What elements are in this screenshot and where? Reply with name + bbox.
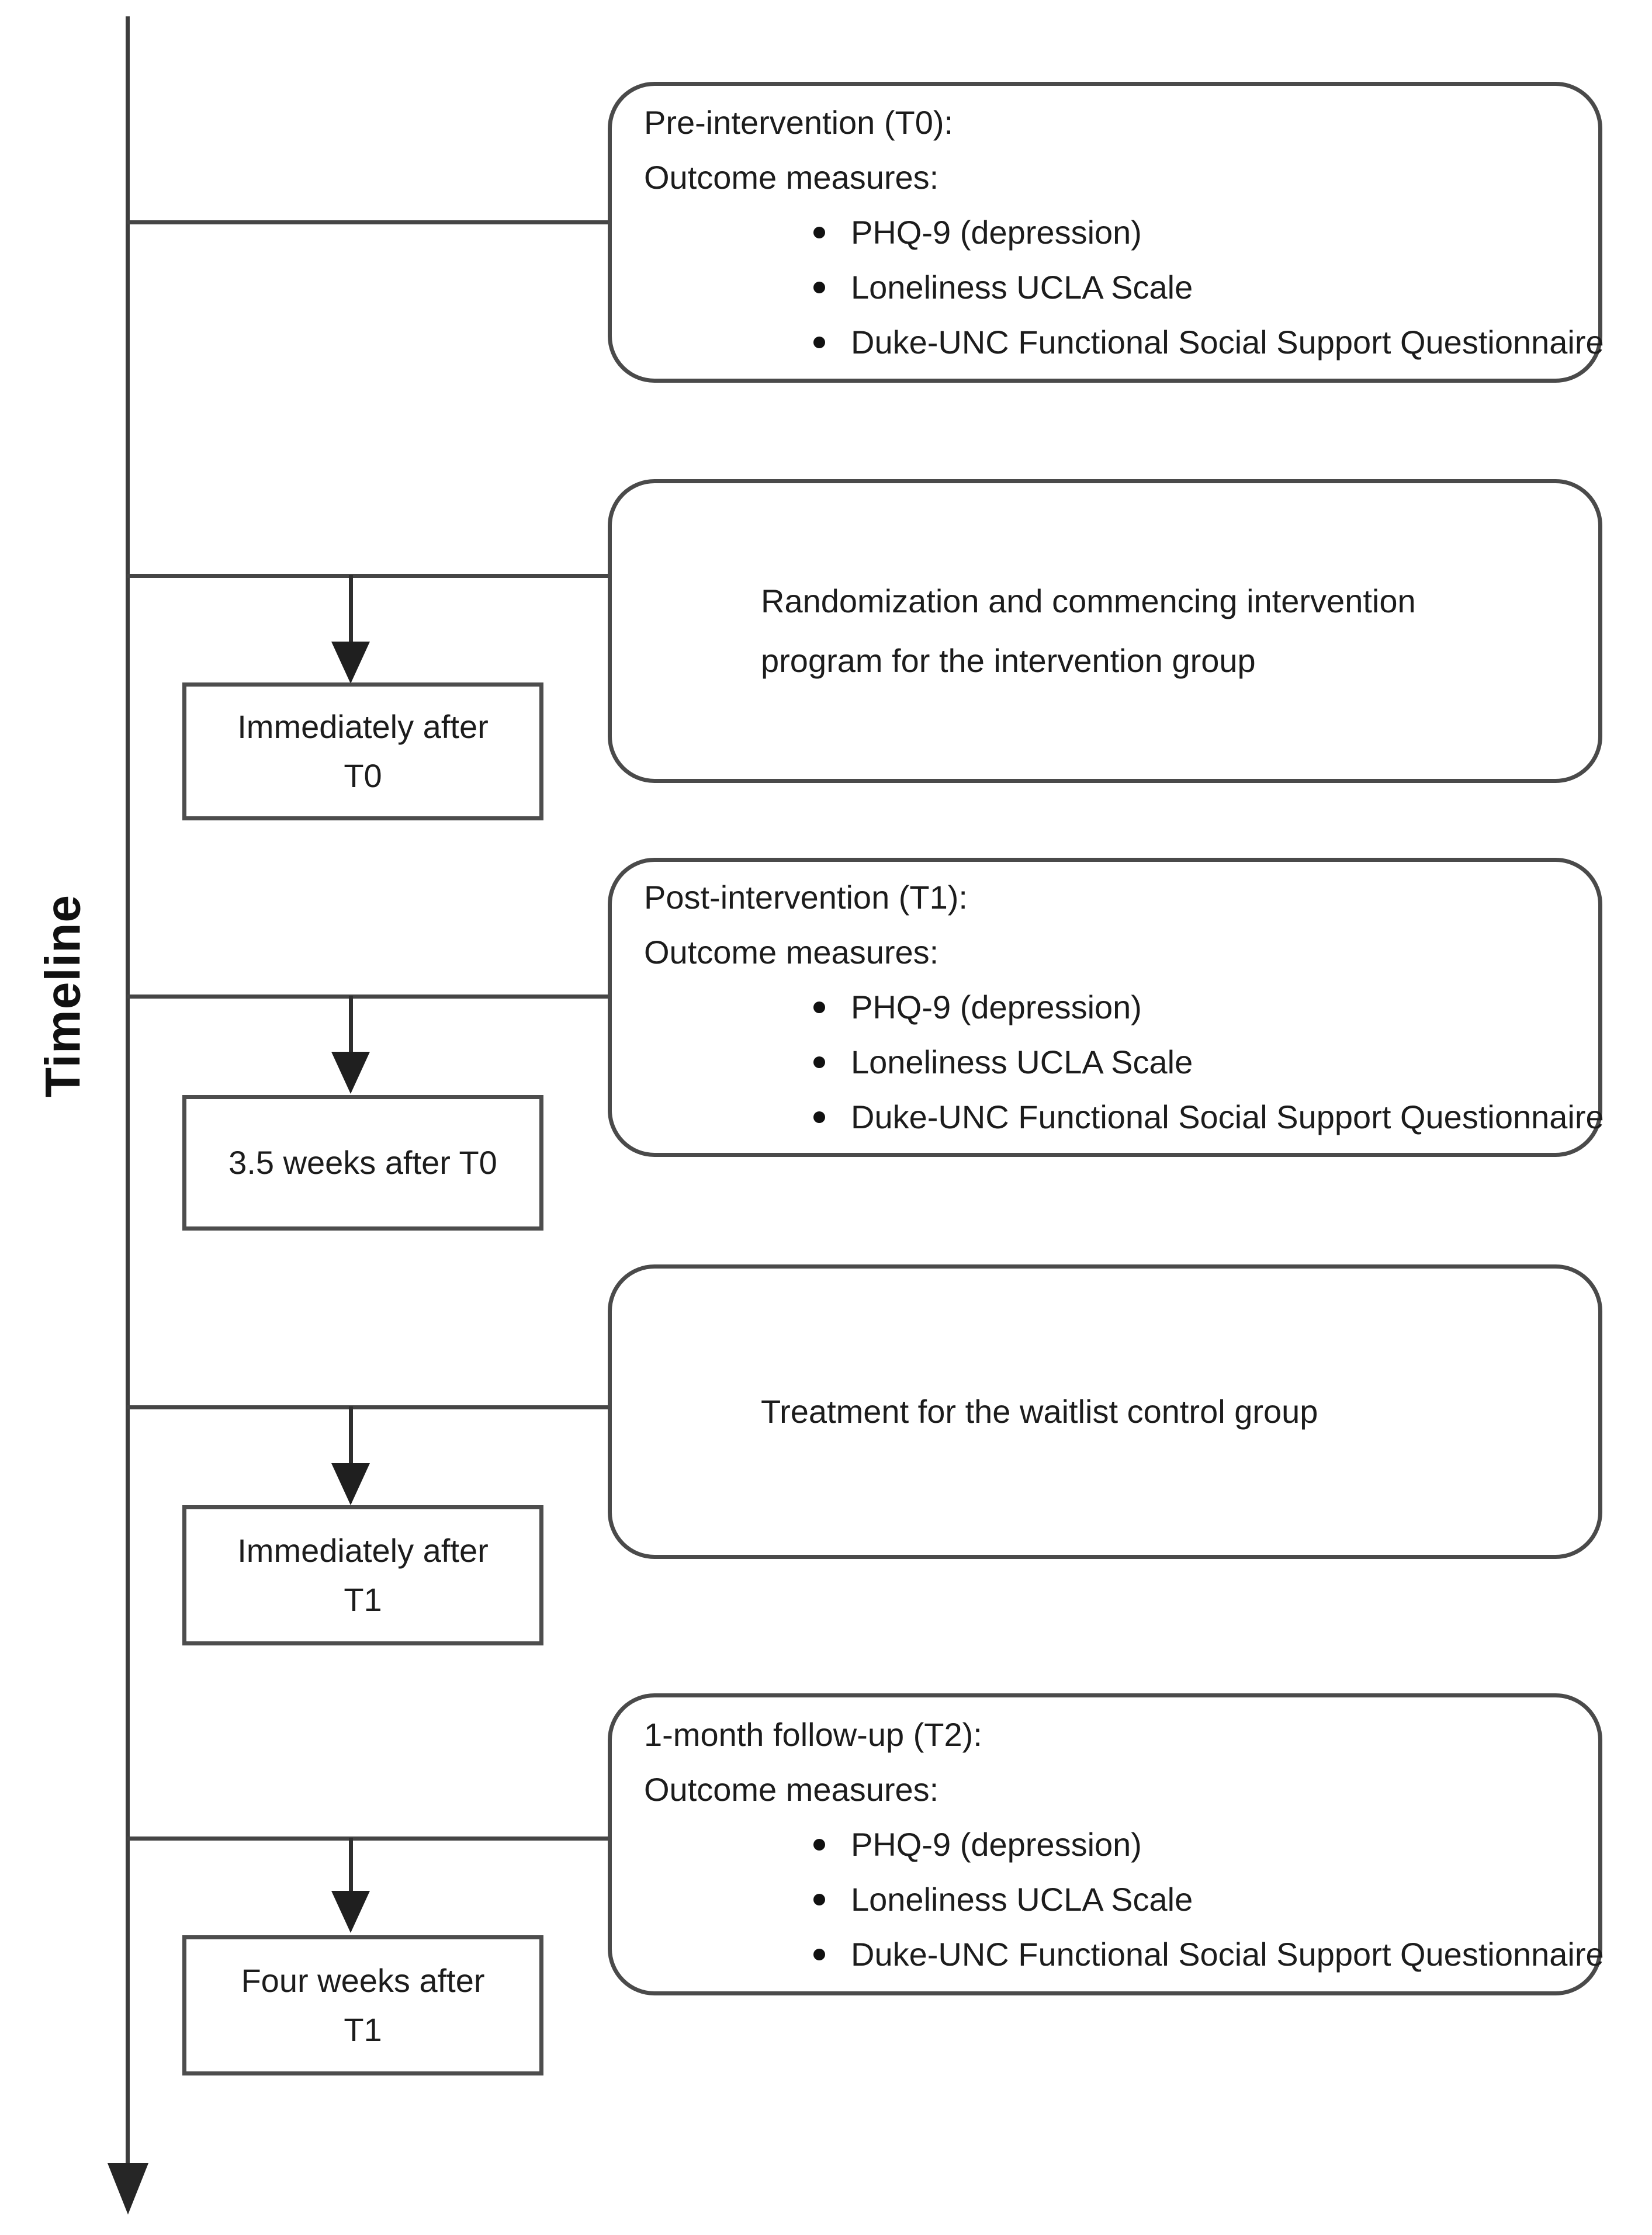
timeline-axis-arrowhead-icon xyxy=(108,2163,148,2215)
time-label-line: T1 xyxy=(344,1581,382,1618)
time-label-four-weeks-after-t1: Four weeks after T1 xyxy=(182,1935,543,2075)
bullet-item: PHQ-9 (depression) xyxy=(644,1817,1584,1872)
bullet-dot-icon xyxy=(813,1893,825,1905)
bullet-label: PHQ-9 (depression) xyxy=(851,1825,1142,1863)
stage-box-heading: Pre-intervention (T0): xyxy=(644,103,954,141)
bullet-label: Duke-UNC Functional Social Support Quest… xyxy=(851,1935,1604,1973)
bullet-label: Duke-UNC Functional Social Support Quest… xyxy=(851,1099,1604,1135)
bullet-item: Duke-UNC Functional Social Support Quest… xyxy=(644,1927,1604,1982)
down-arrow-line xyxy=(349,996,353,1057)
branch-connector-line-randomization xyxy=(127,574,609,578)
down-arrow-line xyxy=(349,575,353,646)
stage-box-follow-up-t2: 1-month follow-up (T2): Outcome measures… xyxy=(608,1693,1604,1995)
time-label-line: Four weeks after xyxy=(241,1962,485,1999)
down-arrow-head-icon xyxy=(331,1052,370,1094)
bullet-dot-icon xyxy=(813,281,825,293)
bullet-dot-icon xyxy=(813,1056,825,1068)
branch-connector-line-waitlist xyxy=(127,1405,609,1409)
timeline-axis-line xyxy=(126,16,130,2167)
time-label-immediately-after-t0: Immediately after T0 xyxy=(182,682,543,820)
stage-box-heading: Post-intervention (T1): xyxy=(644,879,968,916)
time-label-line: T0 xyxy=(344,757,382,794)
bullet-label: PHQ-9 (depression) xyxy=(851,989,1142,1025)
time-label-line: Immediately after xyxy=(237,708,489,745)
stage-box-heading: 1-month follow-up (T2): xyxy=(644,1716,982,1753)
time-label-3-5-weeks-after-t0: 3.5 weeks after T0 xyxy=(182,1095,543,1231)
down-arrow-head-icon xyxy=(331,1463,370,1505)
bullet-item: Loneliness UCLA Scale xyxy=(644,1872,1584,1927)
stage-box-text: Treatment for the waitlist control group xyxy=(761,1393,1318,1430)
bullet-dot-icon xyxy=(813,1111,825,1123)
stage-box-pre-intervention-t0: Pre-intervention (T0): Outcome measures:… xyxy=(608,82,1604,383)
time-label-line: Immediately after xyxy=(237,1532,489,1569)
bullet-item: PHQ-9 (depression) xyxy=(644,980,1584,1035)
bullet-label: Loneliness UCLA Scale xyxy=(851,1880,1193,1918)
stage-box-text: Randomization and commencing interventio… xyxy=(761,583,1416,679)
branch-connector-line-t1 xyxy=(127,995,609,999)
bullet-dot-icon xyxy=(813,336,825,348)
down-arrow-head-icon xyxy=(331,1891,370,1933)
bullet-item: Loneliness UCLA Scale xyxy=(644,1035,1584,1090)
bullet-dot-icon xyxy=(813,1002,825,1013)
time-label-line: 3.5 weeks after T0 xyxy=(228,1144,497,1181)
bullet-dot-icon xyxy=(813,1948,825,1960)
stage-box-waitlist-treatment: Treatment for the waitlist control group xyxy=(608,1264,1602,1559)
bullet-label: Loneliness UCLA Scale xyxy=(851,1044,1193,1080)
bullet-dot-icon xyxy=(813,226,825,238)
stage-box-subheading: Outcome measures: xyxy=(644,158,939,196)
bullet-item: PHQ-9 (depression) xyxy=(644,205,1584,260)
stage-box-randomization: Randomization and commencing interventio… xyxy=(608,479,1602,783)
bullet-item: Duke-UNC Functional Social Support Quest… xyxy=(644,315,1604,370)
branch-connector-line-t0 xyxy=(127,220,609,224)
timeline-axis-label: Timeline xyxy=(35,894,91,1098)
bullet-item: Duke-UNC Functional Social Support Quest… xyxy=(644,1090,1604,1145)
bullet-label: Duke-UNC Functional Social Support Quest… xyxy=(851,323,1604,361)
down-arrow-head-icon xyxy=(331,642,370,684)
time-label-line: T1 xyxy=(344,2011,382,2048)
branch-connector-line-t2 xyxy=(127,1836,609,1841)
bullet-label: PHQ-9 (depression) xyxy=(851,213,1142,251)
down-arrow-line xyxy=(349,1838,353,1895)
bullet-label: Loneliness UCLA Scale xyxy=(851,268,1193,306)
down-arrow-line xyxy=(349,1406,353,1468)
bullet-item: Loneliness UCLA Scale xyxy=(644,260,1584,315)
stage-box-subheading: Outcome measures: xyxy=(644,934,939,971)
stage-box-subheading: Outcome measures: xyxy=(644,1770,939,1808)
stage-box-post-intervention-t1: Post-intervention (T1): Outcome measures… xyxy=(608,858,1604,1157)
bullet-dot-icon xyxy=(813,1838,825,1851)
time-label-immediately-after-t1: Immediately after T1 xyxy=(182,1505,543,1645)
